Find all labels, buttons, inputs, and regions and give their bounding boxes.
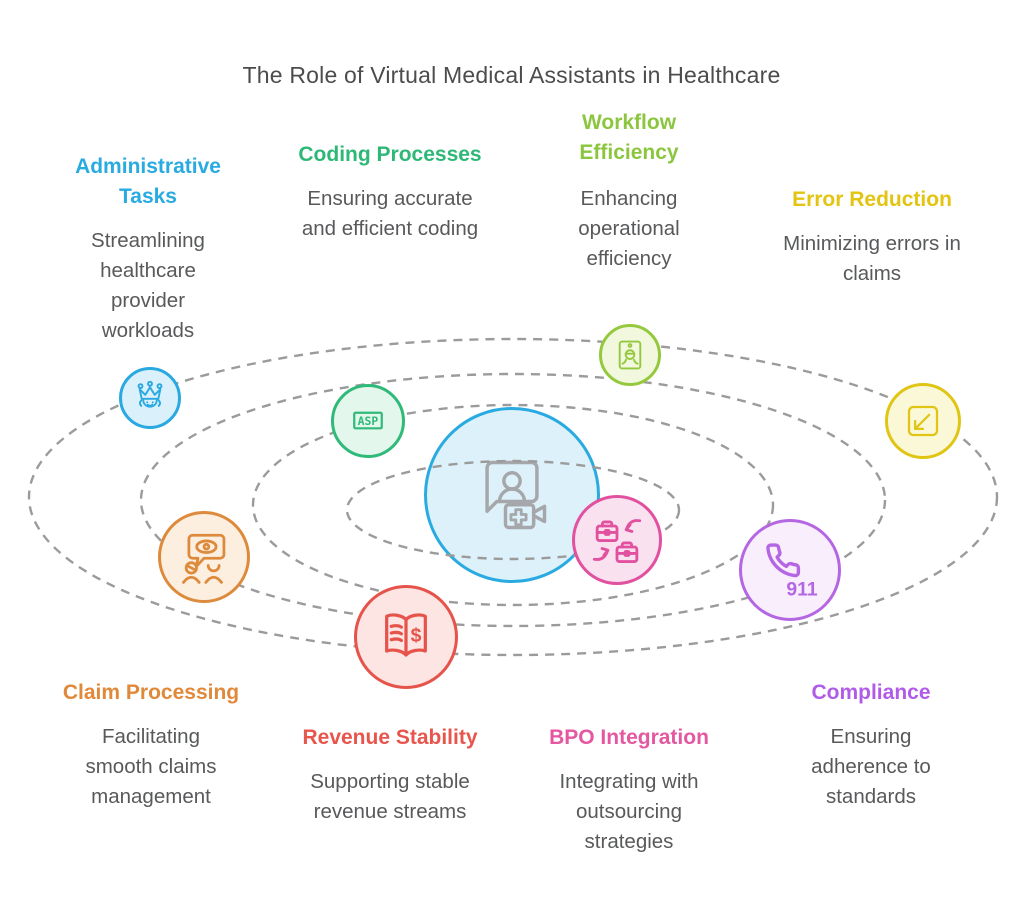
section-claim-processing-heading: Claim Processing: [62, 681, 240, 704]
revenue-book-icon: $: [385, 613, 427, 657]
briefcase-sync-icon: [592, 519, 642, 563]
section-error-reduction-heading: Error Reduction: [792, 188, 952, 211]
section-compliance-description: Ensuring adherence to standards: [811, 725, 931, 808]
section-bpo-integration-heading: BPO Integration: [549, 726, 709, 749]
workflow-efficiency-badge: [599, 324, 661, 386]
emergency-911-text: 911: [786, 579, 817, 600]
bpo-integration-badge: [572, 495, 662, 585]
id-badge-icon: [618, 340, 642, 370]
asp-badge-text: ASP: [358, 414, 379, 428]
coding-processes-badge: ASP: [331, 384, 405, 458]
section-error-reduction-description: Minimizing errors in claims: [783, 232, 961, 285]
emergency-call-icon: 911: [766, 543, 818, 600]
section-workflow-efficiency-description: Enhancing operational efficiency: [578, 187, 680, 270]
administrative-tasks-badge: [119, 367, 181, 429]
section-bpo-integration-description: Integrating with outsourcing strategies: [559, 770, 699, 853]
section-revenue-stability-heading: Revenue Stability: [302, 726, 478, 749]
section-coding-processes-description: Ensuring accurate and efficient coding: [301, 187, 479, 240]
center-hub: [424, 407, 600, 583]
section-administrative-tasks-heading: Administrative Tasks: [75, 155, 221, 208]
compliance-badge: 911: [739, 519, 841, 621]
page-title: The Role of Virtual Medical Assistants i…: [242, 62, 781, 88]
section-coding-processes-heading: Coding Processes: [298, 143, 482, 166]
revenue-stability-badge: $: [354, 585, 458, 689]
vision-people-icon: [182, 533, 226, 584]
section-compliance-heading: Compliance: [811, 681, 931, 704]
resize-arrow-icon: [907, 405, 939, 437]
revenue-dollar-text: $: [411, 626, 422, 647]
section-workflow-efficiency-heading: Workflow Efficiency: [579, 111, 679, 164]
claim-processing-badge: [158, 511, 250, 603]
section-administrative-tasks-description: Streamlining healthcare provider workloa…: [91, 229, 205, 342]
telehealth-consultation-icon: [485, 460, 547, 530]
asp-badge-icon: ASP: [353, 411, 383, 430]
crown-face-icon: [137, 380, 163, 408]
section-revenue-stability-description: Supporting stable revenue streams: [310, 770, 470, 823]
error-reduction-badge: [885, 383, 961, 459]
section-claim-processing-description: Facilitating smooth claims management: [85, 725, 217, 808]
